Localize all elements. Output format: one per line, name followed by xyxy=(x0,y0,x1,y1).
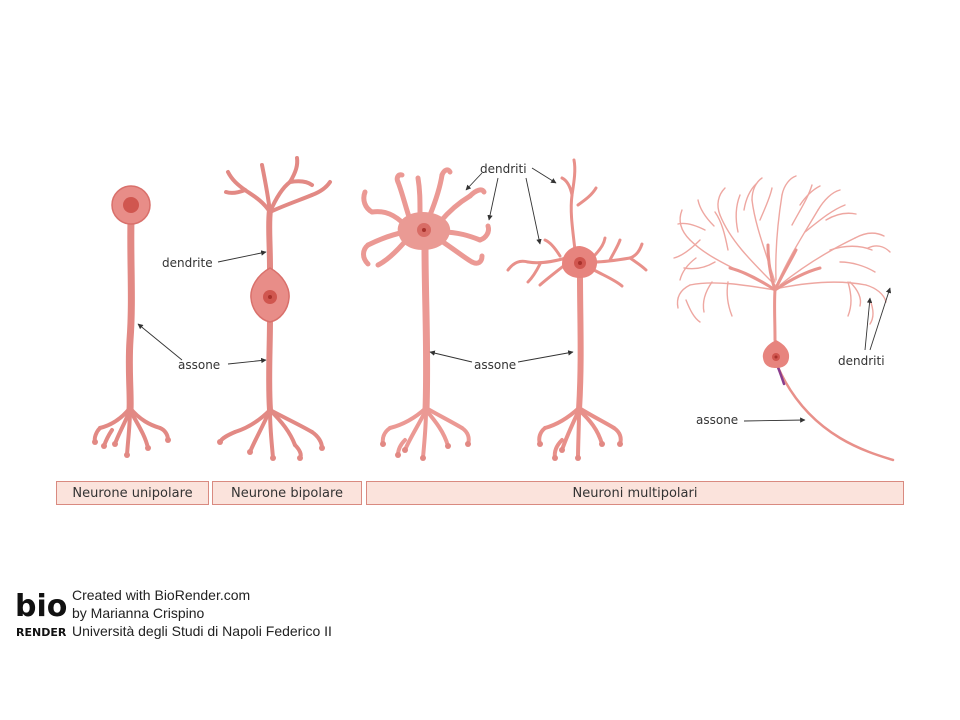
label-assone-multipolar: assone xyxy=(474,358,516,372)
purkinje-neuron xyxy=(673,175,895,462)
label-dendriti-top: dendriti xyxy=(480,162,527,176)
unipolar-soma xyxy=(111,185,151,225)
annotation-arrows xyxy=(137,167,892,423)
purkinje-soma xyxy=(762,340,790,368)
caption-bipolar-neuron: Neurone bipolare xyxy=(212,481,362,505)
credit-line-university: Università degli Studi di Napoli Federic… xyxy=(72,623,332,639)
credit-line-created-with: Created with BioRender.com xyxy=(72,587,251,603)
label-assone-purkinje: assone xyxy=(696,413,738,427)
unipolar-neuron xyxy=(92,216,170,457)
caption-multipolar-neurons: Neuroni multipolari xyxy=(366,481,904,505)
credit-line-author: by Marianna Crispino xyxy=(72,605,205,621)
bipolar-neuron xyxy=(218,156,332,460)
caption-unipolar-neuron: Neurone unipolare xyxy=(56,481,209,505)
multipolar-soma-2 xyxy=(562,246,598,278)
unipolar-branch-tips xyxy=(92,437,171,458)
label-dendrite: dendrite xyxy=(162,256,213,270)
multipolar-1-branch-tips xyxy=(380,441,471,461)
bipolar-soma xyxy=(250,267,290,323)
bipolar-branch-tips xyxy=(217,439,325,461)
biorender-logo: bio RENDER xyxy=(16,589,67,638)
label-dendriti-right: dendriti xyxy=(838,354,885,368)
multipolar-soma-1 xyxy=(397,212,451,250)
label-assone-unipolar-bipolar: assone xyxy=(178,358,220,372)
multipolar-2-branch-tips xyxy=(537,441,623,461)
logo-render-text: RENDER xyxy=(16,626,67,638)
multipolar-neuron-2 xyxy=(506,158,648,460)
logo-bio-text: bio xyxy=(16,589,67,624)
